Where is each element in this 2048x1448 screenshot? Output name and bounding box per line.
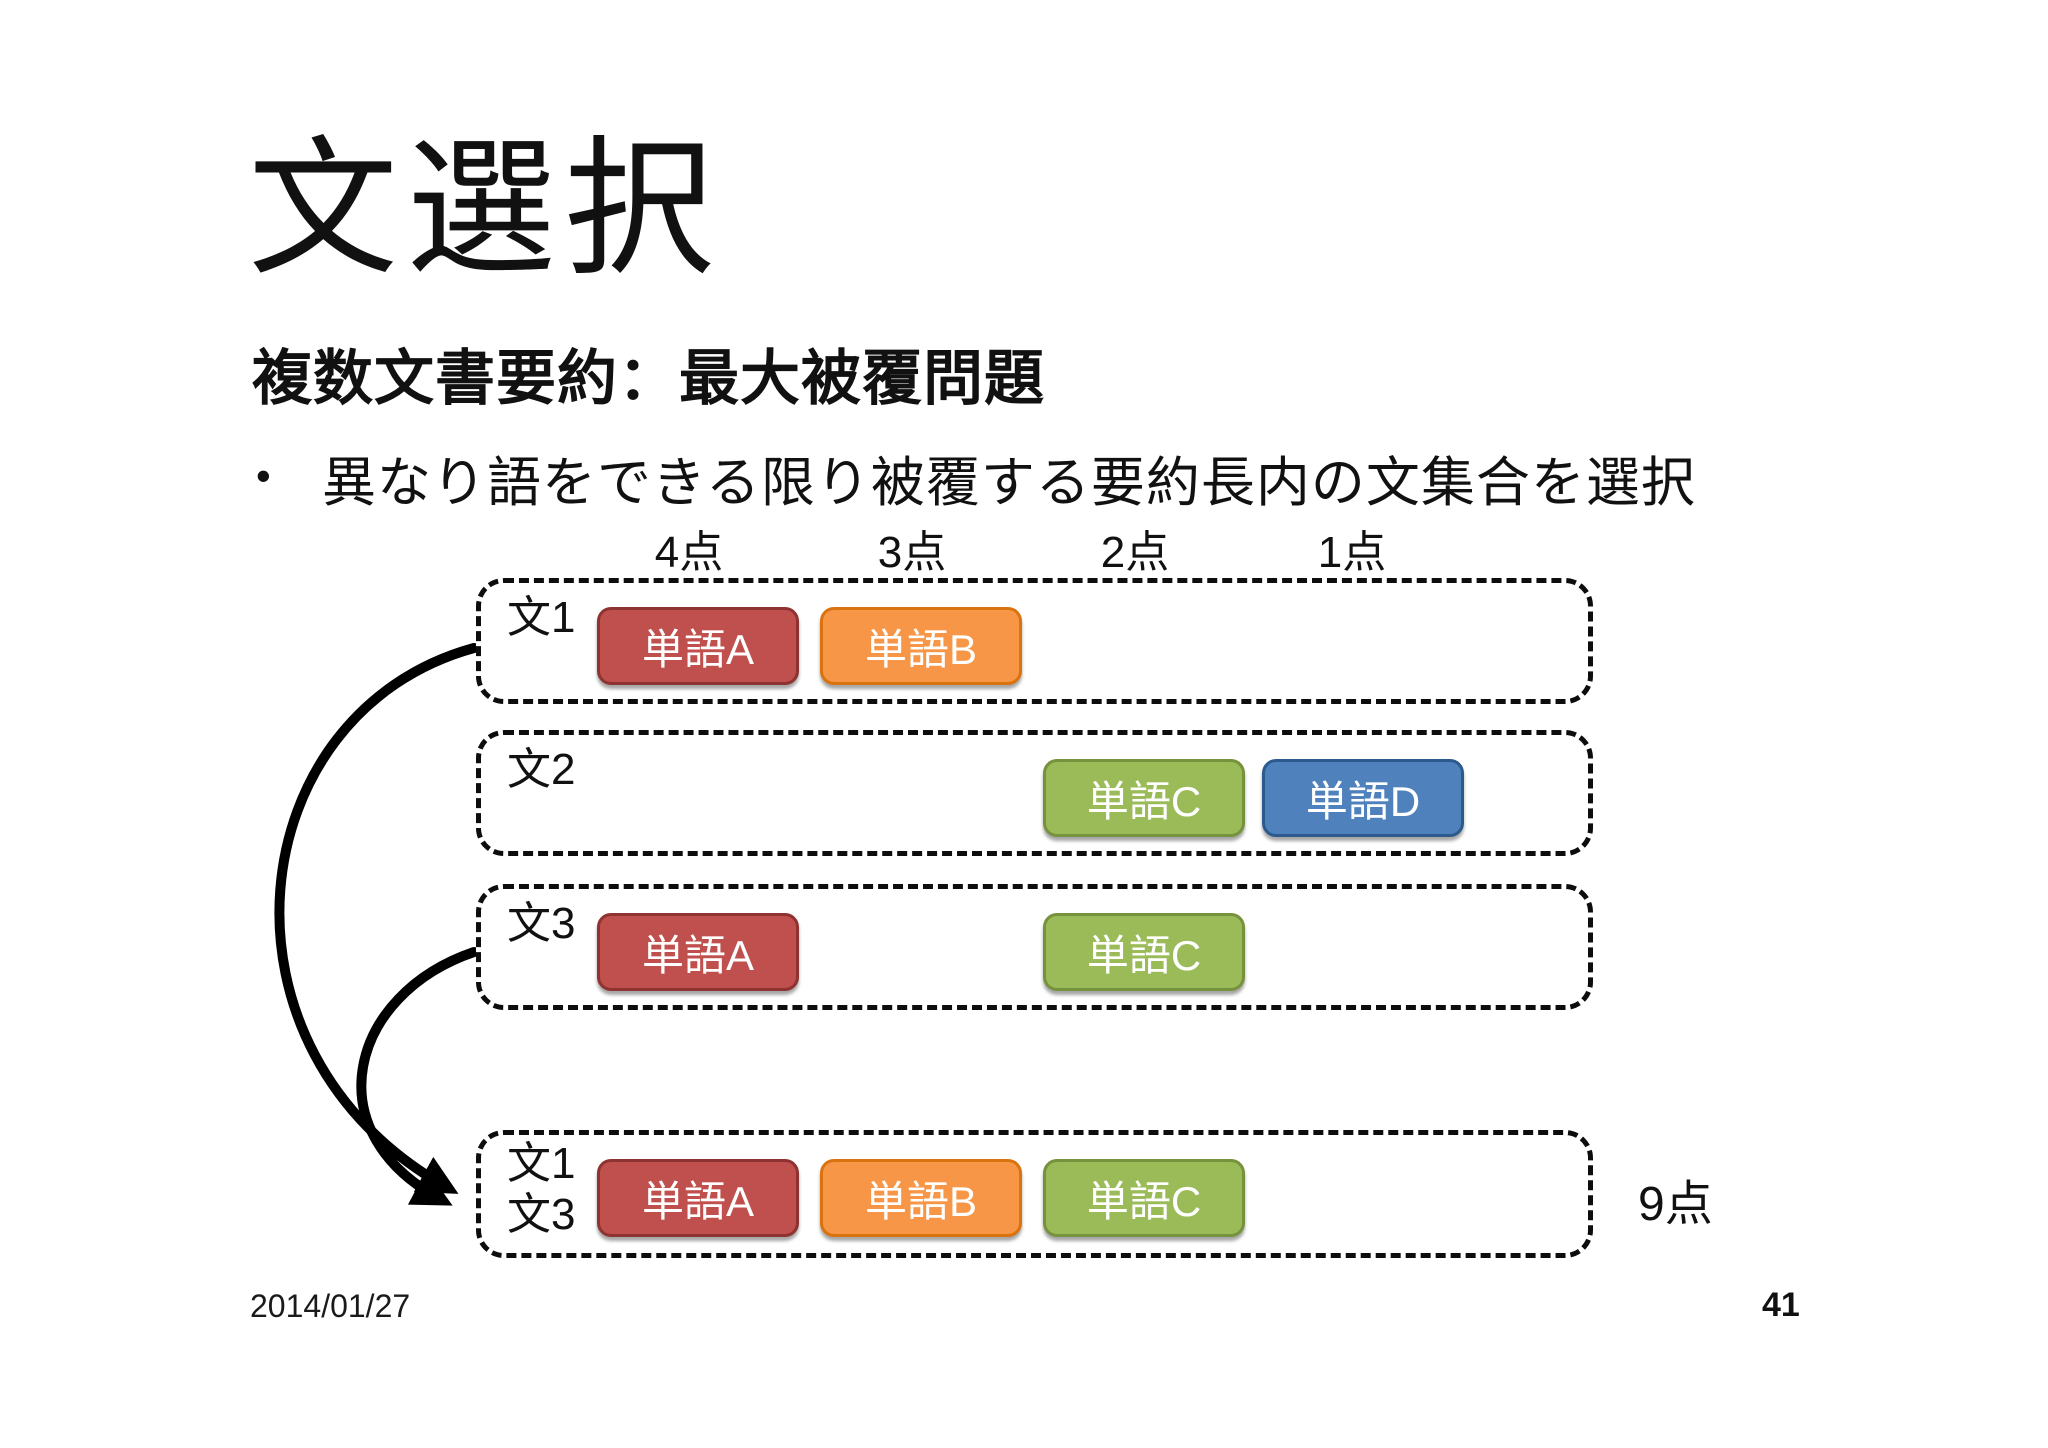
word-box-c: 単語C [1043, 759, 1245, 837]
row-label: 文2 [507, 745, 576, 794]
page-number: 41 [1762, 1286, 1800, 1324]
total-score: 9点 [1638, 1178, 1713, 1231]
word-box-d: 単語D [1262, 759, 1464, 837]
bullet-text: 異なり語をできる限り被覆する要約長内の文集合を選択 [322, 453, 1696, 513]
row-label: 文1 [507, 593, 576, 642]
summary-row: 文1 文3 単語A 単語B 単語C [476, 1130, 1593, 1258]
row-label: 文3 [507, 1189, 576, 1239]
word-box-c: 単語C [1043, 913, 1245, 991]
bullet-marker-icon: • [256, 452, 271, 499]
row-label: 文1 [507, 1139, 576, 1188]
arrow-from-sentence1 [274, 643, 479, 1194]
word-box-a: 単語A [597, 607, 799, 685]
point-header-1: 1点 [1317, 528, 1387, 577]
word-box-a: 単語A [597, 1159, 799, 1237]
word-box-b: 単語B [820, 607, 1022, 685]
section-heading: 複数文書要約：最大被覆問題 [252, 345, 1045, 412]
row-label-group: 文1 文3 [507, 1139, 575, 1240]
sentence-row-3: 文3 単語A 単語C [476, 884, 1593, 1010]
word-box-c: 単語C [1043, 1159, 1245, 1237]
point-header-4: 4点 [654, 528, 724, 577]
row-label: 文3 [507, 899, 576, 948]
page-title: 文選択 [248, 125, 723, 293]
sentence-row-2: 文2 単語C 単語D [476, 730, 1593, 856]
word-box-b: 単語B [820, 1159, 1022, 1237]
arrow-from-sentence3 [356, 947, 479, 1206]
word-box-a: 単語A [597, 913, 799, 991]
footer-date: 2014/01/27 [250, 1288, 411, 1324]
point-header-2: 2点 [1100, 528, 1170, 577]
point-header-3: 3点 [877, 528, 947, 577]
sentence-row-1: 文1 単語A 単語B [476, 578, 1593, 704]
